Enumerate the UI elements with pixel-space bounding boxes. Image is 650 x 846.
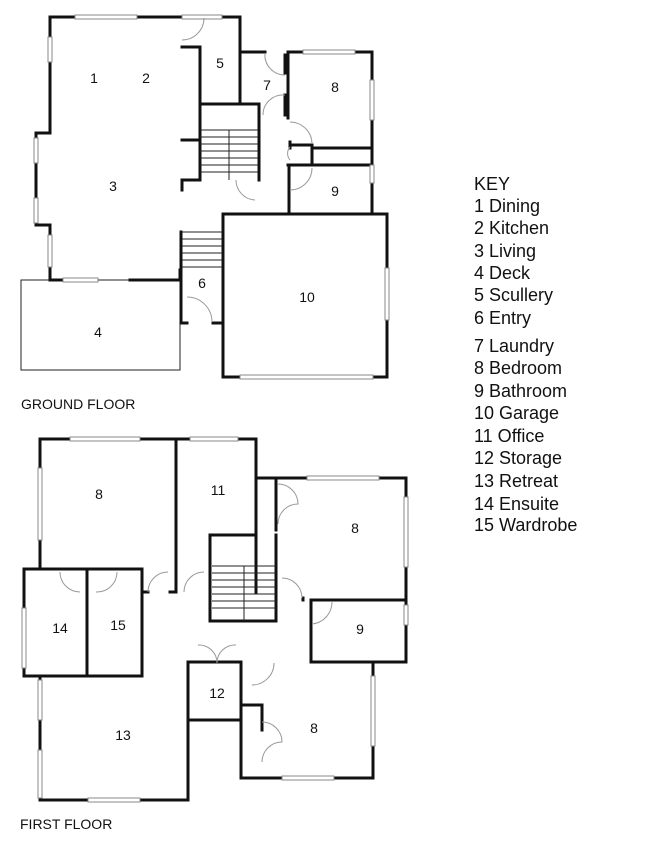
room-label-bedroom-a: 8: [95, 486, 103, 502]
first-stairs: [212, 565, 276, 621]
legend-key: KEY 1 Dining 2 Kitchen 3 Living 4 Deck 5…: [474, 174, 577, 535]
ground-room-labels: 1 2 3 4 5 6 7 8 9 10: [90, 55, 339, 340]
room-label-retreat: 13: [115, 727, 131, 743]
first-floor-plan: 8 11 8 14 15 9 12 13 8 FIRST FLOOR: [20, 436, 409, 832]
room-label-bedroom-c: 8: [310, 720, 318, 736]
first-doors: [59, 483, 333, 763]
room-label-office: 11: [211, 482, 226, 498]
key-item: 6 Entry: [474, 308, 531, 328]
key-item: 4 Deck: [474, 263, 531, 283]
room-label-deck: 4: [94, 324, 102, 340]
ground-floor-plan: 1 2 3 4 5 6 7 8 9 10 GROUND FLOOR: [20, 14, 390, 412]
first-room-labels: 8 11 8 14 15 9 12 13 8: [52, 482, 364, 743]
room-label-laundry: 7: [263, 77, 271, 93]
key-item: 1 Dining: [474, 196, 540, 216]
key-item: 14 Ensuite: [474, 494, 559, 514]
key-item: 12 Storage: [474, 448, 562, 468]
key-item: 2 Kitchen: [474, 218, 549, 238]
room-label-entry: 6: [198, 275, 206, 291]
key-item: 3 Living: [474, 241, 536, 261]
key-item: 7 Laundry: [474, 336, 554, 356]
key-title: KEY: [474, 174, 510, 194]
room-label-ensuite: 14: [52, 620, 68, 636]
room-label-scullery: 5: [216, 55, 224, 71]
room-label-bedroom-b: 8: [351, 520, 359, 536]
room-label-bathroom: 9: [331, 183, 339, 199]
key-item: 9 Bathroom: [474, 381, 567, 401]
key-item: 8 Bedroom: [474, 358, 562, 378]
key-item: 10 Garage: [474, 403, 559, 423]
ground-doors: [181, 17, 313, 323]
first-floor-caption: FIRST FLOOR: [20, 816, 112, 832]
ground-stairs: [182, 129, 258, 268]
room-label-bathroom: 9: [356, 621, 364, 637]
ground-floor-caption: GROUND FLOOR: [21, 396, 135, 412]
room-label-dining: 1: [90, 70, 98, 86]
room-label-wardrobe: 15: [110, 617, 126, 633]
key-item: 15 Wardrobe: [474, 515, 577, 535]
deck-outline: [20, 279, 181, 371]
room-label-storage: 12: [209, 685, 225, 701]
room-label-living: 3: [109, 178, 117, 194]
key-item: 13 Retreat: [474, 471, 558, 491]
room-label-garage: 10: [299, 289, 315, 305]
room-label-bedroom: 8: [331, 79, 339, 95]
key-item: 11 Office: [474, 426, 544, 446]
room-label-kitchen: 2: [142, 70, 150, 86]
key-item: 5 Scullery: [474, 285, 553, 305]
